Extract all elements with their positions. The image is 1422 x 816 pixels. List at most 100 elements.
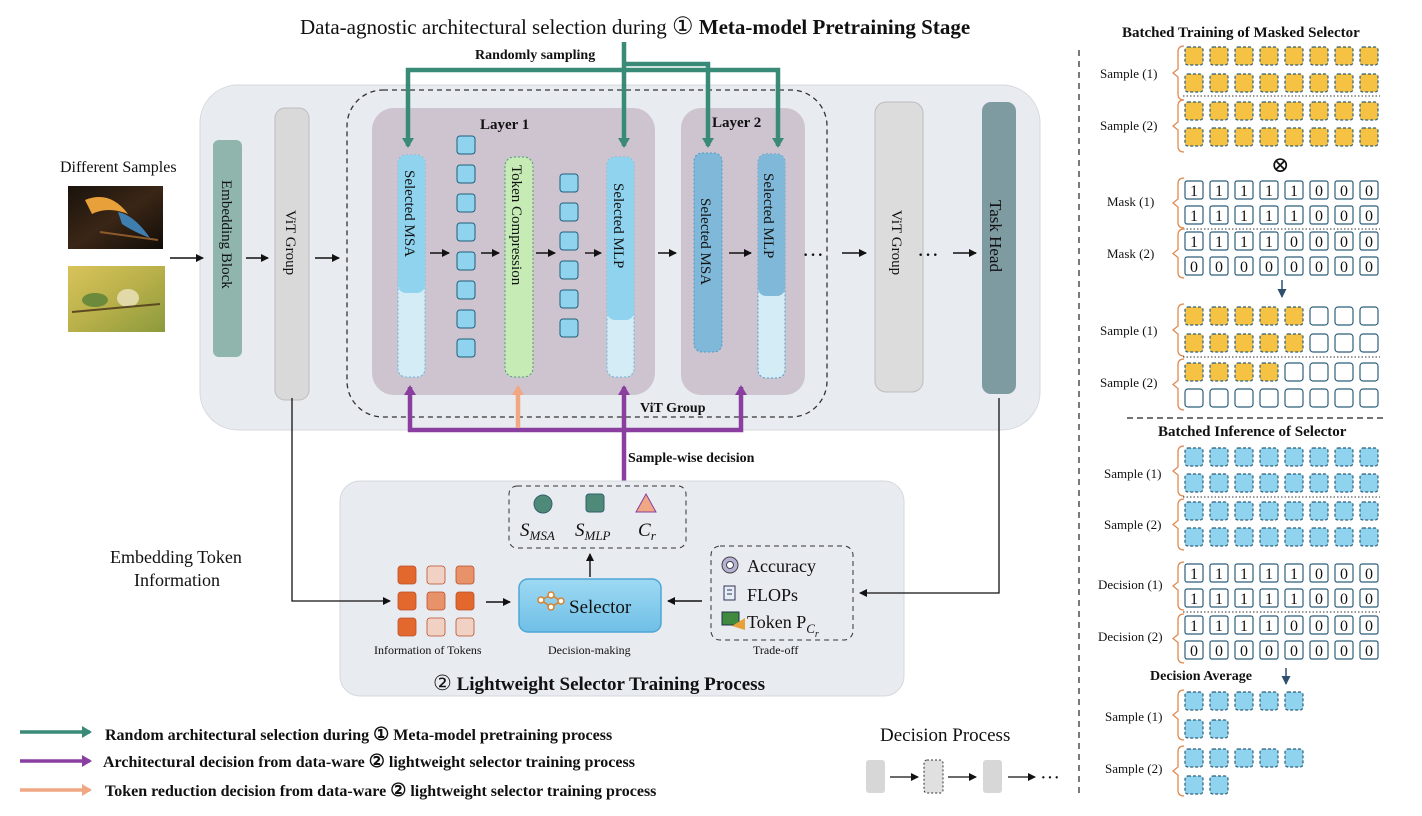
mask-value: 0 [1240,643,1248,660]
token-square [1209,101,1229,121]
empty-token-square [1309,306,1329,326]
mask-cell [1184,256,1204,276]
token-square [1184,73,1204,93]
tokens-caption: Information of Tokens [374,643,482,657]
token-info-square [426,565,446,585]
compression-ratio-triangle-icon [635,492,657,513]
token-square [456,193,476,213]
token-square [559,318,579,338]
token-square [456,309,476,329]
mask-cell [1284,256,1304,276]
selected-mlp-2[interactable]: Selected MLP [757,153,786,379]
mask-cell [1309,588,1329,608]
group-brace [1171,228,1185,279]
mask-value: 0 [1315,259,1323,276]
mask-value: 1 [1265,591,1273,608]
token-square [1284,333,1304,353]
selector-button[interactable]: Selector [518,578,662,633]
mask-value: 1 [1240,183,1248,200]
mask-value: 1 [1240,591,1248,608]
mask-cell [1234,588,1254,608]
mask-cell [1309,205,1329,225]
tradeoff-caption: Trade-off [753,643,798,657]
token-square [1284,527,1304,547]
mask-cell [1209,180,1229,200]
mask-value: 0 [1265,259,1273,276]
s-mlp-output: SMLP [575,520,611,543]
mask-cell [1309,231,1329,251]
row-group-label: Decision (2) [1098,629,1163,644]
selected-msa-2[interactable]: Selected MSA [693,152,723,353]
ellipsis-after-layer2: ··· [802,242,824,267]
token-square [1359,46,1379,66]
token-square [559,231,579,251]
token-square [1334,527,1354,547]
token-square [1309,501,1329,521]
accuracy-icon [721,556,739,574]
token-square [456,338,476,358]
selected-msa-1-label: Selected MSA [401,170,417,257]
mask-value: 1 [1265,183,1273,200]
token-square [1184,127,1204,147]
token-square [1184,501,1204,521]
mask-value: 0 [1340,183,1348,200]
token-square [1309,101,1329,121]
mask-cell [1209,615,1229,635]
mask-value: 0 [1365,208,1373,225]
task-head-block[interactable] [982,102,1016,394]
mask-value: 1 [1240,618,1248,635]
token-square [1209,362,1229,382]
token-square [1209,473,1229,493]
token-square [1259,527,1279,547]
group-brace [1171,745,1185,797]
sample-image-parrot [68,186,163,249]
token-square [1234,73,1254,93]
group-brace [1171,613,1185,664]
mask-cell [1284,180,1304,200]
row-group-label: Sample (1) [1105,709,1162,724]
selected-msa-2-label: Selected MSA [697,198,713,285]
token-square [1209,719,1229,739]
layer1-tokens-b [559,173,579,338]
training-title: Batched Training of Masked Selector [1122,25,1360,41]
mask-cell [1234,563,1254,583]
mask-value: 0 [1365,234,1373,251]
token-square [1259,473,1279,493]
decision-process-label: Decision Process [880,725,1010,746]
token-square [1184,527,1204,547]
token-square [1234,101,1254,121]
row-group-label: Sample (1) [1104,466,1161,481]
parrot-wing-icon [85,197,128,214]
mask-value: 1 [1265,618,1273,635]
inner-vit-group-label: ViT Group [640,401,706,416]
token-compression[interactable]: Token Compression [504,156,534,378]
mask-cell [1309,256,1329,276]
mask-cell [1359,180,1379,200]
mask-cell [1359,588,1379,608]
mask-cell [1184,231,1204,251]
mask-cell [1309,180,1329,200]
empty-token-square [1309,333,1329,353]
empty-token-square [1284,388,1304,408]
token-square [1209,748,1229,768]
selected-mlp-1[interactable]: Selected MLP [606,156,635,378]
mask-value: 0 [1365,591,1373,608]
token-square [1334,127,1354,147]
mask-value: 0 [1315,566,1323,583]
mask-value: 0 [1315,643,1323,660]
vit-group-block-2[interactable] [874,101,924,393]
s-msa-output: SMSA [520,520,555,543]
mask-value: 0 [1290,259,1298,276]
selected-msa-1[interactable]: Selected MSA [397,154,426,378]
mask-value: 0 [1290,643,1298,660]
mask-cell [1284,640,1304,660]
embedding-block[interactable] [213,140,242,357]
mask-cell [1284,231,1304,251]
token-square [456,164,476,184]
token-square [1334,73,1354,93]
token-square [1334,473,1354,493]
token-square [559,289,579,309]
mask-cell [1259,563,1279,583]
mask-cell [1359,256,1379,276]
